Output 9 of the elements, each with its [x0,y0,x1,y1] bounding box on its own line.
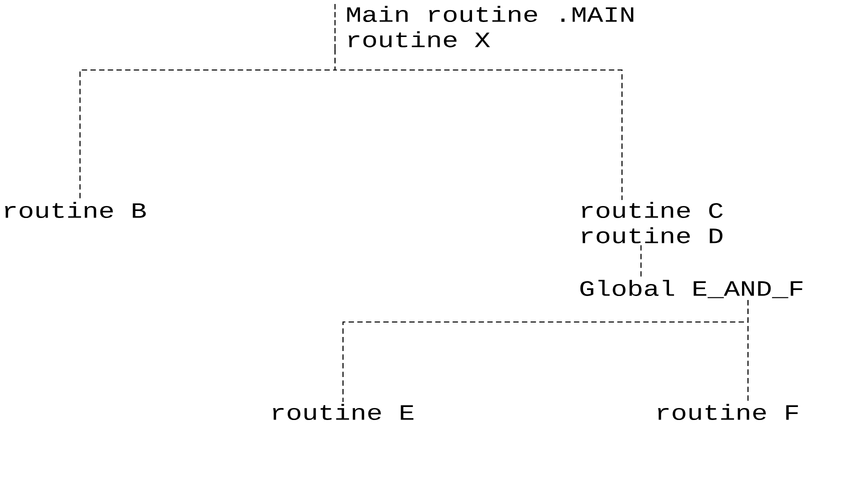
routine-label: routine E [273,404,414,420]
routine-label: routine F [658,404,798,420]
routine-label: routine B [5,202,146,218]
routine-label: routine C routine D [582,202,723,244]
connector-line [747,300,749,402]
connector-line [640,245,642,278]
connector-line [334,49,623,200]
routine-label: Global E_AND_F [580,280,802,298]
routine-label: Main routine .MAIN routine X [334,4,634,50]
